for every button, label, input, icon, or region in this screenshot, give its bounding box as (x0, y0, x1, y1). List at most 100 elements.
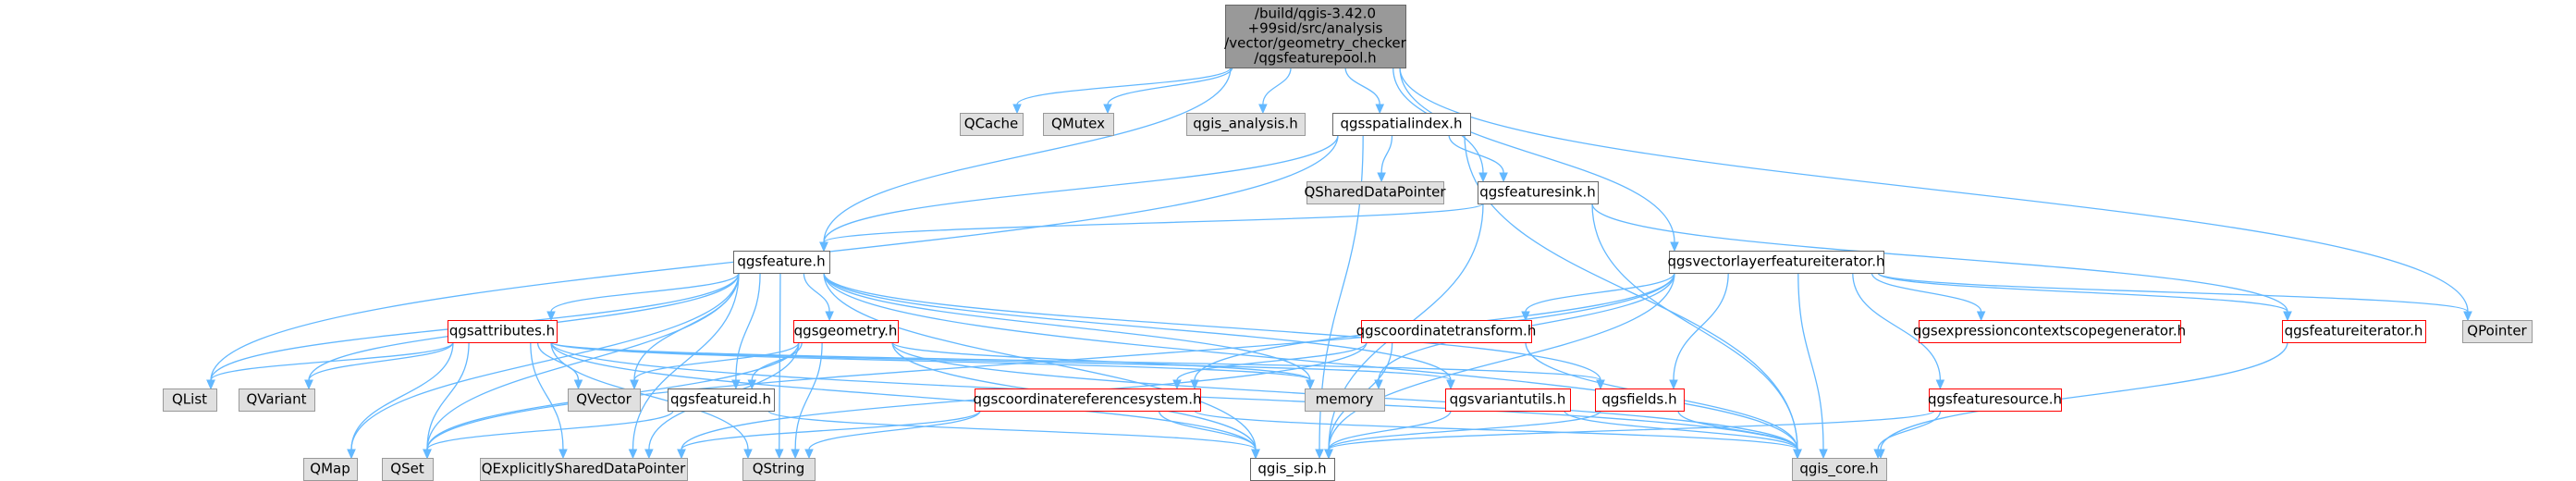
node-QVector: QVector (568, 388, 641, 412)
arrowhead-qgsfields (1669, 379, 1678, 390)
node-box-qgsfields (1595, 388, 1685, 412)
node-box-qgsattributes (448, 320, 558, 343)
arrowhead-QList (206, 379, 215, 390)
node-label-QString: QString (753, 461, 805, 477)
node-layer: /build/qgis-3.42.0+99sid/src/analysis/ve… (163, 5, 2533, 481)
node-label-QVariant: QVariant (246, 391, 306, 408)
node-box-root (1225, 5, 1406, 68)
node-label-qgscoordinatereferencesystem: qgscoordinatereferencesystem.h (974, 391, 1202, 408)
arrowhead-QSet (423, 449, 432, 460)
node-box-QSharedDataPointer (1306, 181, 1444, 204)
edge-qgsfeaturesink-to-qgsfeatureiterator (1591, 203, 2288, 313)
node-qgsfeaturesink[interactable]: qgsfeaturesink.h (1478, 181, 1599, 204)
edge-qgsfeature-to-QExplicitlySharedDataPointer (632, 272, 740, 450)
node-QList: QList (163, 388, 217, 412)
arrowhead-qgsspatialindex (1375, 104, 1385, 115)
node-box-qgscoordinatetransform (1361, 320, 1532, 343)
node-label-qgsspatialindex: qgsspatialindex.h (1340, 116, 1462, 132)
arrowhead-QMap (347, 449, 356, 460)
node-box-qgsspatialindex (1332, 113, 1471, 136)
node-qgsvariantutils[interactable]: qgsvariantutils.h (1445, 388, 1571, 412)
node-qgsfeatureiterator[interactable]: qgsfeatureiterator.h (2282, 320, 2426, 343)
arrowhead-QExplicitlySharedDataPointer (628, 449, 638, 460)
edge-qgscoordinatereferencesystem-to-QString (808, 410, 981, 450)
arrowhead-qgsfeature (819, 241, 828, 253)
node-QString: QString (742, 458, 816, 481)
node-QPointer: QPointer (2462, 320, 2533, 343)
arrowhead-qgsfeaturesource (1935, 379, 1945, 390)
node-box-QMutex (1043, 113, 1114, 136)
node-label-qgsvariantutils: qgsvariantutils.h (1450, 391, 1566, 408)
node-box-QExplicitlySharedDataPointer (480, 458, 688, 481)
node-qgsgeometry[interactable]: qgsgeometry.h (793, 320, 899, 343)
edge-root-to-QMutex (1107, 67, 1233, 105)
edge-qgscoordinatereferencesystem-to-qgis_sip (1158, 410, 1257, 450)
arrowhead-qgis_sip (1251, 449, 1260, 460)
node-label-QMap: QMap (310, 461, 350, 477)
node-box-qgsfeaturesink (1478, 181, 1599, 204)
edge-qgsvariantutils-to-qgis_core (1564, 410, 1798, 450)
node-qgis_analysis: qgis_analysis.h (1186, 113, 1306, 136)
arrowhead-qgsvectorlayerfeatureiterator (1670, 241, 1679, 253)
node-box-qgsgeometry (793, 320, 899, 343)
arrowhead-QMutex (1103, 104, 1112, 115)
node-qgscoordinatetransform[interactable]: qgscoordinatetransform.h (1356, 320, 1537, 343)
node-QSet: QSet (382, 458, 434, 481)
edge-qgscoordinatereferencesystem-to-QExplicitlySharedDataPointer (681, 410, 981, 450)
edge-qgsgeometry-to-qgsfeatureid (751, 341, 803, 381)
edge-qgsattributes-to-qgsfields (550, 341, 1601, 381)
node-box-QList (163, 388, 217, 412)
node-box-qgsfeaturesource (1929, 388, 2062, 412)
node-box-qgsvariantutils (1445, 388, 1571, 412)
edge-qgsfeature-to-qgis_sip (823, 272, 1257, 450)
edge-qgsfeaturesink-to-qgis_core (1591, 203, 1798, 450)
node-QMap: QMap (303, 458, 358, 481)
node-label-QSet: QSet (390, 461, 424, 477)
edge-qgsfields-to-qgis_core (1677, 410, 1798, 450)
arrowhead-qgscoordinatereferencesystem (1172, 379, 1182, 390)
node-label-QExplicitlySharedDataPointer: QExplicitlySharedDataPointer (482, 461, 686, 477)
node-qgsspatialindex[interactable]: qgsspatialindex.h (1332, 113, 1471, 136)
node-label-memory: memory (1316, 391, 1374, 408)
edge-root-to-qgsspatialindex (1344, 67, 1380, 105)
arrowhead-qgis_core (1873, 449, 1883, 460)
arrowhead-memory (1306, 379, 1315, 390)
arrowhead-qgsattributes (546, 311, 556, 322)
node-qgsfeature[interactable]: qgsfeature.h (733, 251, 830, 274)
node-label-qgsvectorlayerfeatureiterator: qgsvectorlayerfeatureiterator.h (1668, 253, 1885, 270)
arrowhead-qgsvariantutils (1446, 379, 1455, 390)
node-qgsfields[interactable]: qgsfields.h (1595, 388, 1685, 412)
node-box-qgsfeatureid (668, 388, 775, 412)
node-QSharedDataPointer: QSharedDataPointer (1304, 181, 1446, 204)
node-label-qgsfeature: qgsfeature.h (737, 253, 825, 270)
node-box-qgsfeatureiterator (2282, 320, 2426, 343)
arrowhead-qgsfields (1596, 379, 1605, 390)
edge-qgsvectorlayerfeatureiterator-to-QPointer (1877, 272, 2469, 313)
node-box-QVariant (239, 388, 315, 412)
arrowhead-QString (774, 449, 784, 460)
node-label-root: /vector/geometry_checker (1224, 35, 1406, 53)
arrowhead-QPointer (2463, 311, 2472, 322)
edge-qgsvectorlayerfeatureiterator-to-qgscoordinatetransform (1525, 272, 1675, 313)
node-root[interactable]: /build/qgis-3.42.0+99sid/src/analysis/ve… (1224, 5, 1407, 68)
arrowhead-qgis_sip (1324, 449, 1333, 460)
arrowhead-QVector (573, 379, 583, 390)
node-qgsvectorlayerfeatureiterator[interactable]: qgsvectorlayerfeatureiterator.h (1668, 251, 1885, 274)
edge-qgsspatialindex-to-qgsfeature (823, 134, 1339, 243)
edge-qgsattributes-to-qgis_sip (550, 341, 1257, 450)
edge-qgsfeatureid-to-qgis_sip (767, 410, 1257, 450)
node-qgsexpressioncontextscopegenerator[interactable]: qgsexpressioncontextscopegenerator.h (1913, 320, 2186, 343)
node-box-qgsvectorlayerfeatureiterator (1669, 251, 1884, 274)
edge-qgsfeature-to-qgsgeometry (803, 272, 830, 313)
node-qgsfeaturesource[interactable]: qgsfeaturesource.h (1928, 388, 2062, 412)
node-qgscoordinatereferencesystem[interactable]: qgscoordinatereferencesystem.h (974, 388, 1202, 412)
node-label-qgsattributes: qgsattributes.h (449, 323, 555, 339)
node-qgsattributes[interactable]: qgsattributes.h (448, 320, 558, 343)
node-label-QMutex: QMutex (1051, 116, 1105, 132)
arrowhead-QExplicitlySharedDataPointer (677, 449, 686, 460)
node-qgis_sip[interactable]: qgis_sip.h (1250, 458, 1335, 481)
edge-qgsfeature-to-qgsfeatureid (735, 272, 761, 381)
edge-qgsattributes-to-QString (550, 341, 749, 450)
node-qgsfeatureid[interactable]: qgsfeatureid.h (668, 388, 775, 412)
edge-qgsgeometry-to-memory (891, 341, 1311, 381)
